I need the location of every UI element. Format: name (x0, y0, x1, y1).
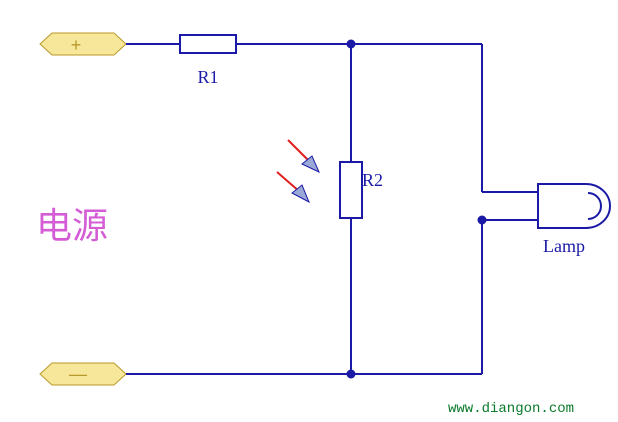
photoresistor-r2 (339, 161, 363, 219)
r1-label: R1 (197, 67, 218, 87)
junction-top (346, 39, 356, 49)
power-source-label: 电源 (36, 206, 108, 247)
resistor-r1 (179, 34, 237, 54)
r2-label: R2 (362, 170, 383, 190)
website-watermark: www.diangon.com (448, 401, 574, 417)
junction-bottom (346, 369, 356, 379)
negative-sign: — (69, 364, 87, 384)
lamp-label: Lamp (543, 236, 585, 256)
light-rays-icon (276, 139, 320, 204)
junction-lamp (477, 215, 487, 225)
lamp-icon (537, 183, 611, 229)
negative-terminal: — (39, 362, 127, 386)
positive-terminal: + (39, 32, 127, 56)
positive-sign: + (71, 35, 82, 55)
